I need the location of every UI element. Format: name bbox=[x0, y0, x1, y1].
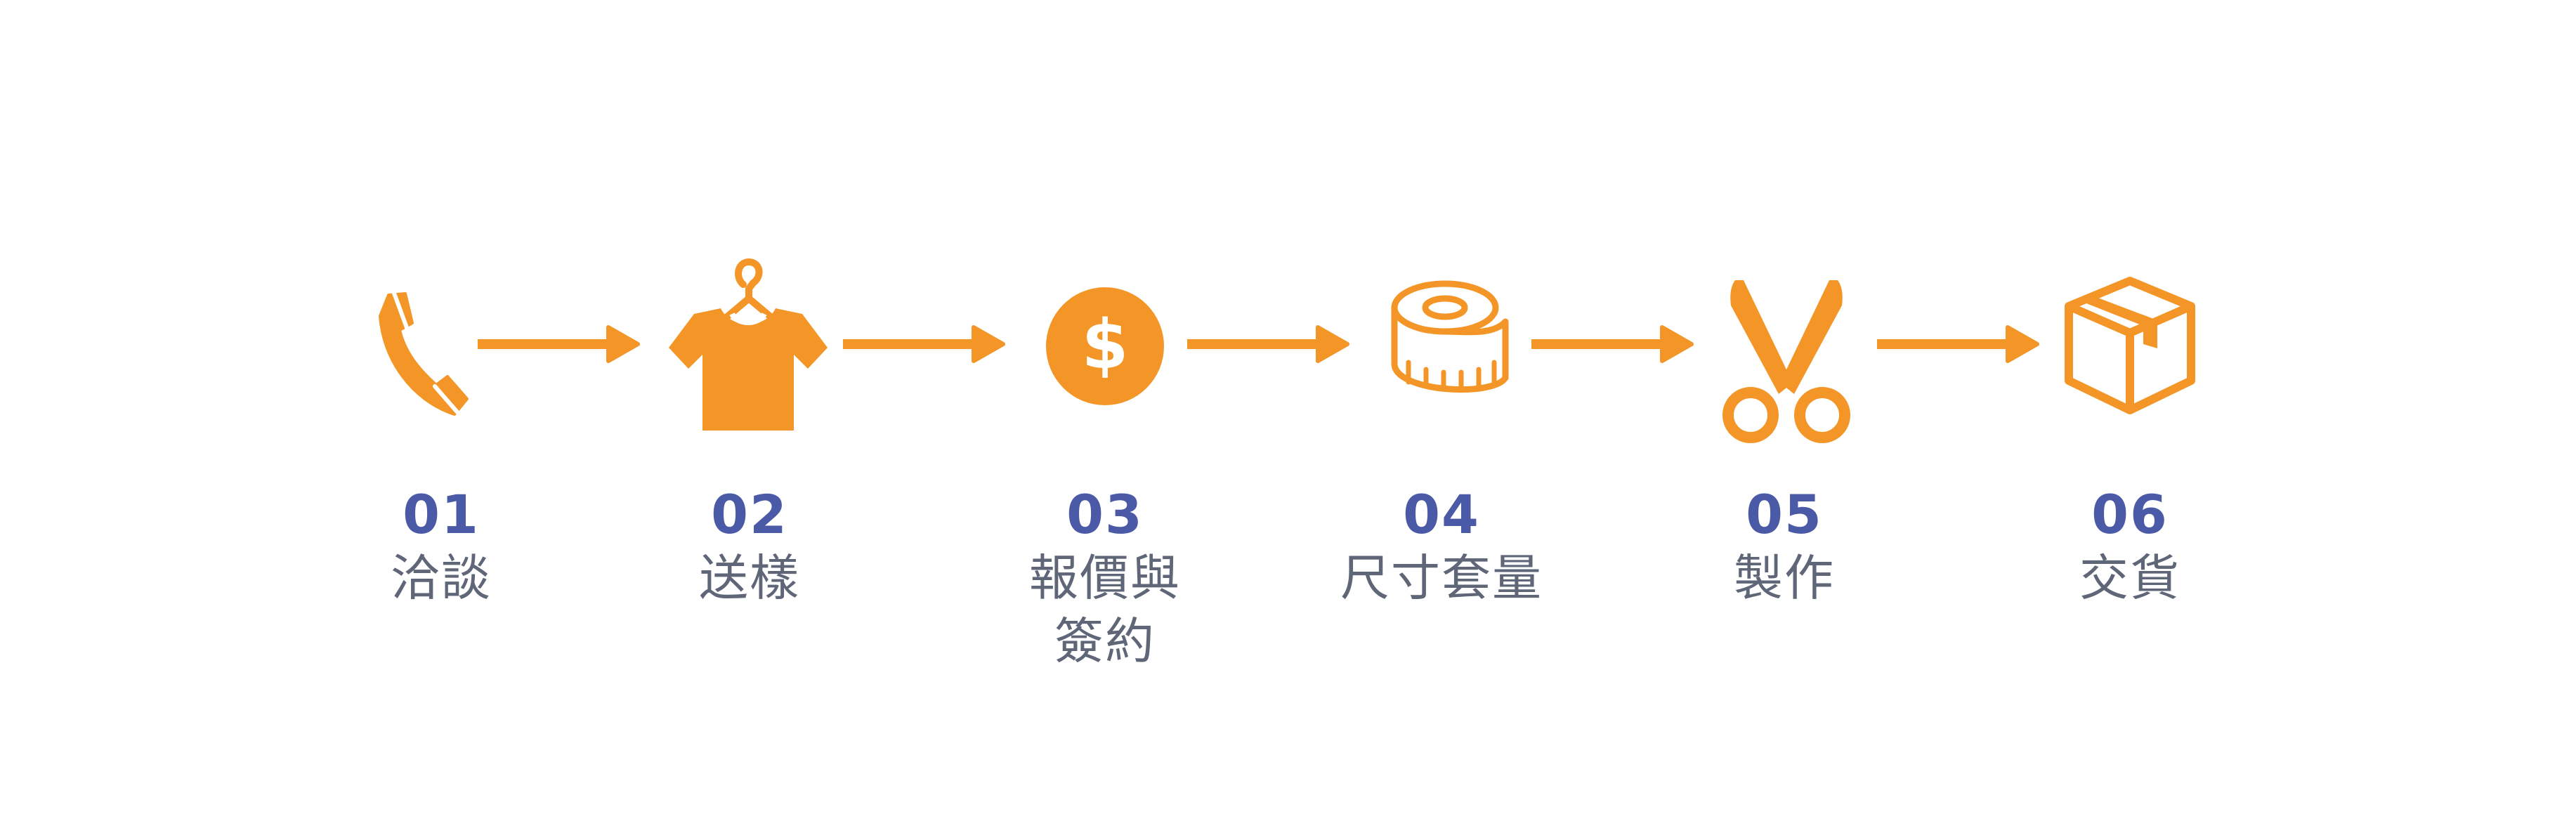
step-3-label: 03 報價與 簽約 bbox=[1029, 483, 1181, 673]
phone-handset-icon bbox=[369, 281, 474, 421]
scissors-icon bbox=[1720, 277, 1853, 446]
tshirt-hanger-icon bbox=[667, 256, 829, 432]
step-number: 03 bbox=[1066, 483, 1144, 546]
step-number: 04 bbox=[1403, 483, 1480, 546]
flow-arrow-5 bbox=[1877, 324, 2040, 364]
step-5-label: 05 製作 bbox=[1734, 483, 1835, 610]
flow-arrow-4 bbox=[1531, 324, 1694, 364]
step-number: 01 bbox=[403, 483, 480, 546]
flow-arrow-1 bbox=[478, 324, 641, 364]
step-number: 05 bbox=[1746, 483, 1823, 546]
step-title: 送樣 bbox=[699, 549, 800, 607]
step-title: 交貨 bbox=[2079, 549, 2181, 607]
step-number: 02 bbox=[711, 483, 788, 546]
step-1-label: 01 洽談 bbox=[391, 483, 492, 610]
step-4-label: 04 尺寸套量 bbox=[1340, 483, 1543, 610]
flow-arrow-3 bbox=[1187, 324, 1350, 364]
step-6-label: 06 交貨 bbox=[2079, 483, 2181, 610]
step-title: 製作 bbox=[1734, 549, 1835, 607]
dollar-coin-icon: $ bbox=[1045, 287, 1165, 406]
step-title: 尺寸套量 bbox=[1340, 549, 1543, 607]
step-title: 報價與 簽約 bbox=[1029, 549, 1181, 670]
package-box-icon bbox=[2062, 275, 2199, 416]
step-title: 洽談 bbox=[391, 549, 492, 607]
svg-text:$: $ bbox=[1082, 305, 1129, 384]
step-2-label: 02 送樣 bbox=[699, 483, 800, 610]
measuring-tape-icon bbox=[1387, 280, 1510, 402]
flow-arrow-2 bbox=[843, 324, 1006, 364]
step-number: 06 bbox=[2091, 483, 2169, 546]
